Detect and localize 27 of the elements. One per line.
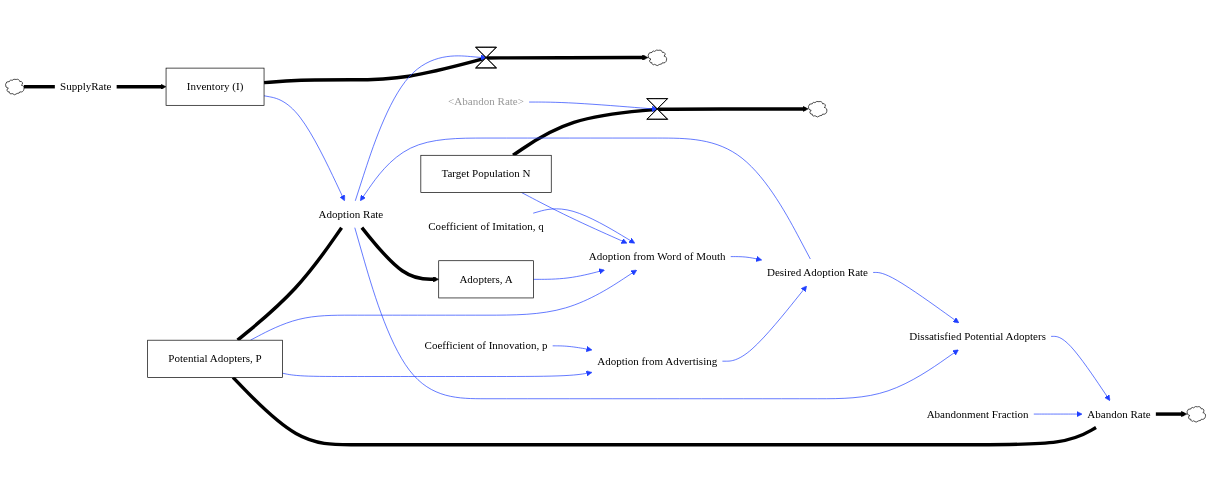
node-text: Adoption from Word of Mouth [588, 250, 726, 263]
node-box: Target Population N [420, 154, 552, 193]
node-text: Adoption Rate [318, 208, 384, 220]
node-box: Potential Adopters, P [147, 339, 283, 378]
arrow [486, 54, 649, 61]
node-text: Abandonment Fraction [926, 407, 1029, 420]
node-text: Desired Adoption Rate [766, 266, 868, 278]
node-text: Adoption from Advertising [597, 354, 718, 367]
node-cloud [5, 78, 25, 95]
node-box: Adopters, A [438, 260, 534, 299]
arrow [657, 105, 809, 112]
node-cloud [647, 49, 667, 66]
node-text: Dissatisfied Potential Adopters [909, 330, 1046, 342]
node-text: Coefficient of Innovation, p [424, 339, 548, 352]
node-cloud [1186, 406, 1206, 423]
connector [236, 226, 343, 342]
arrow [360, 226, 439, 283]
node-cloud [808, 101, 828, 118]
arrow [1155, 411, 1188, 418]
node-text: SupplyRate [60, 80, 112, 93]
connector [231, 376, 1097, 447]
connector [23, 85, 55, 89]
node-box: Inventory (I) [165, 67, 265, 106]
node-text: Abandon Rate [1087, 407, 1151, 420]
node-text: <Abandon Rate> [448, 95, 524, 108]
arrow [116, 83, 167, 90]
node-text: Coefficient of Imitation, q [428, 220, 544, 233]
